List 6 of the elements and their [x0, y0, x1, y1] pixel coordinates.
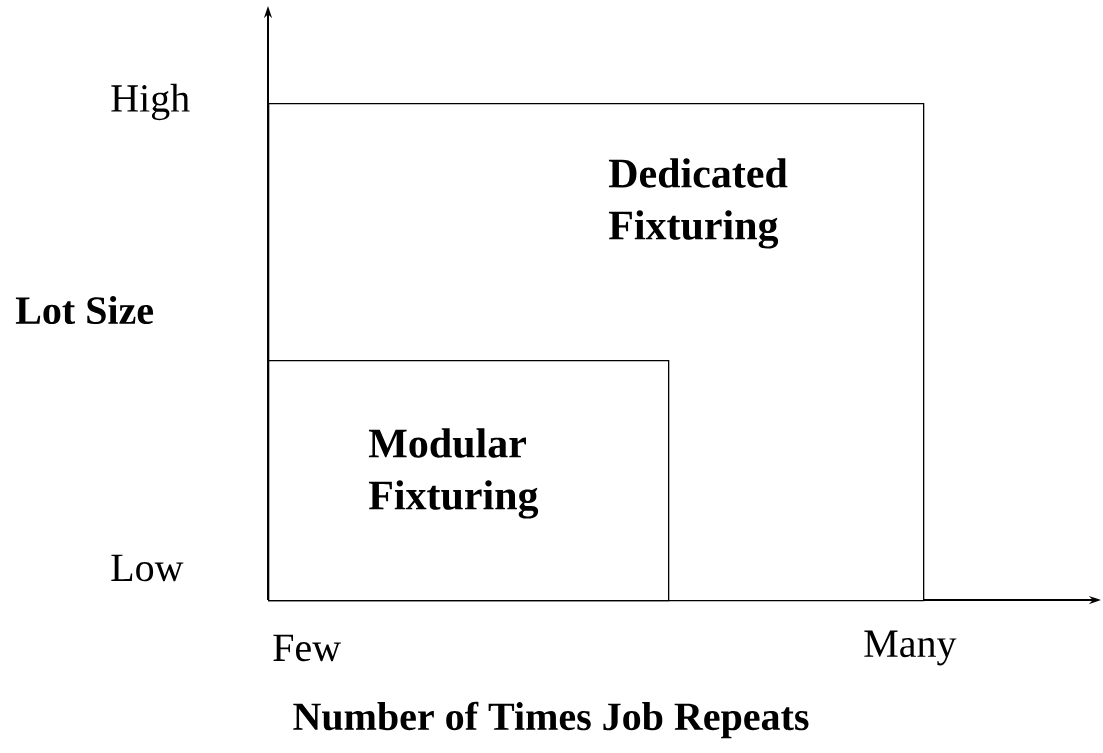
axis-label: Number of Times Job Repeats [293, 701, 809, 739]
axis-label: Lot Size [15, 295, 154, 325]
region-box: Modular Fixturing [268, 360, 670, 602]
axis-label: Low [111, 554, 184, 582]
axis-label: High [111, 83, 190, 121]
axis-label: Many [864, 630, 957, 666]
